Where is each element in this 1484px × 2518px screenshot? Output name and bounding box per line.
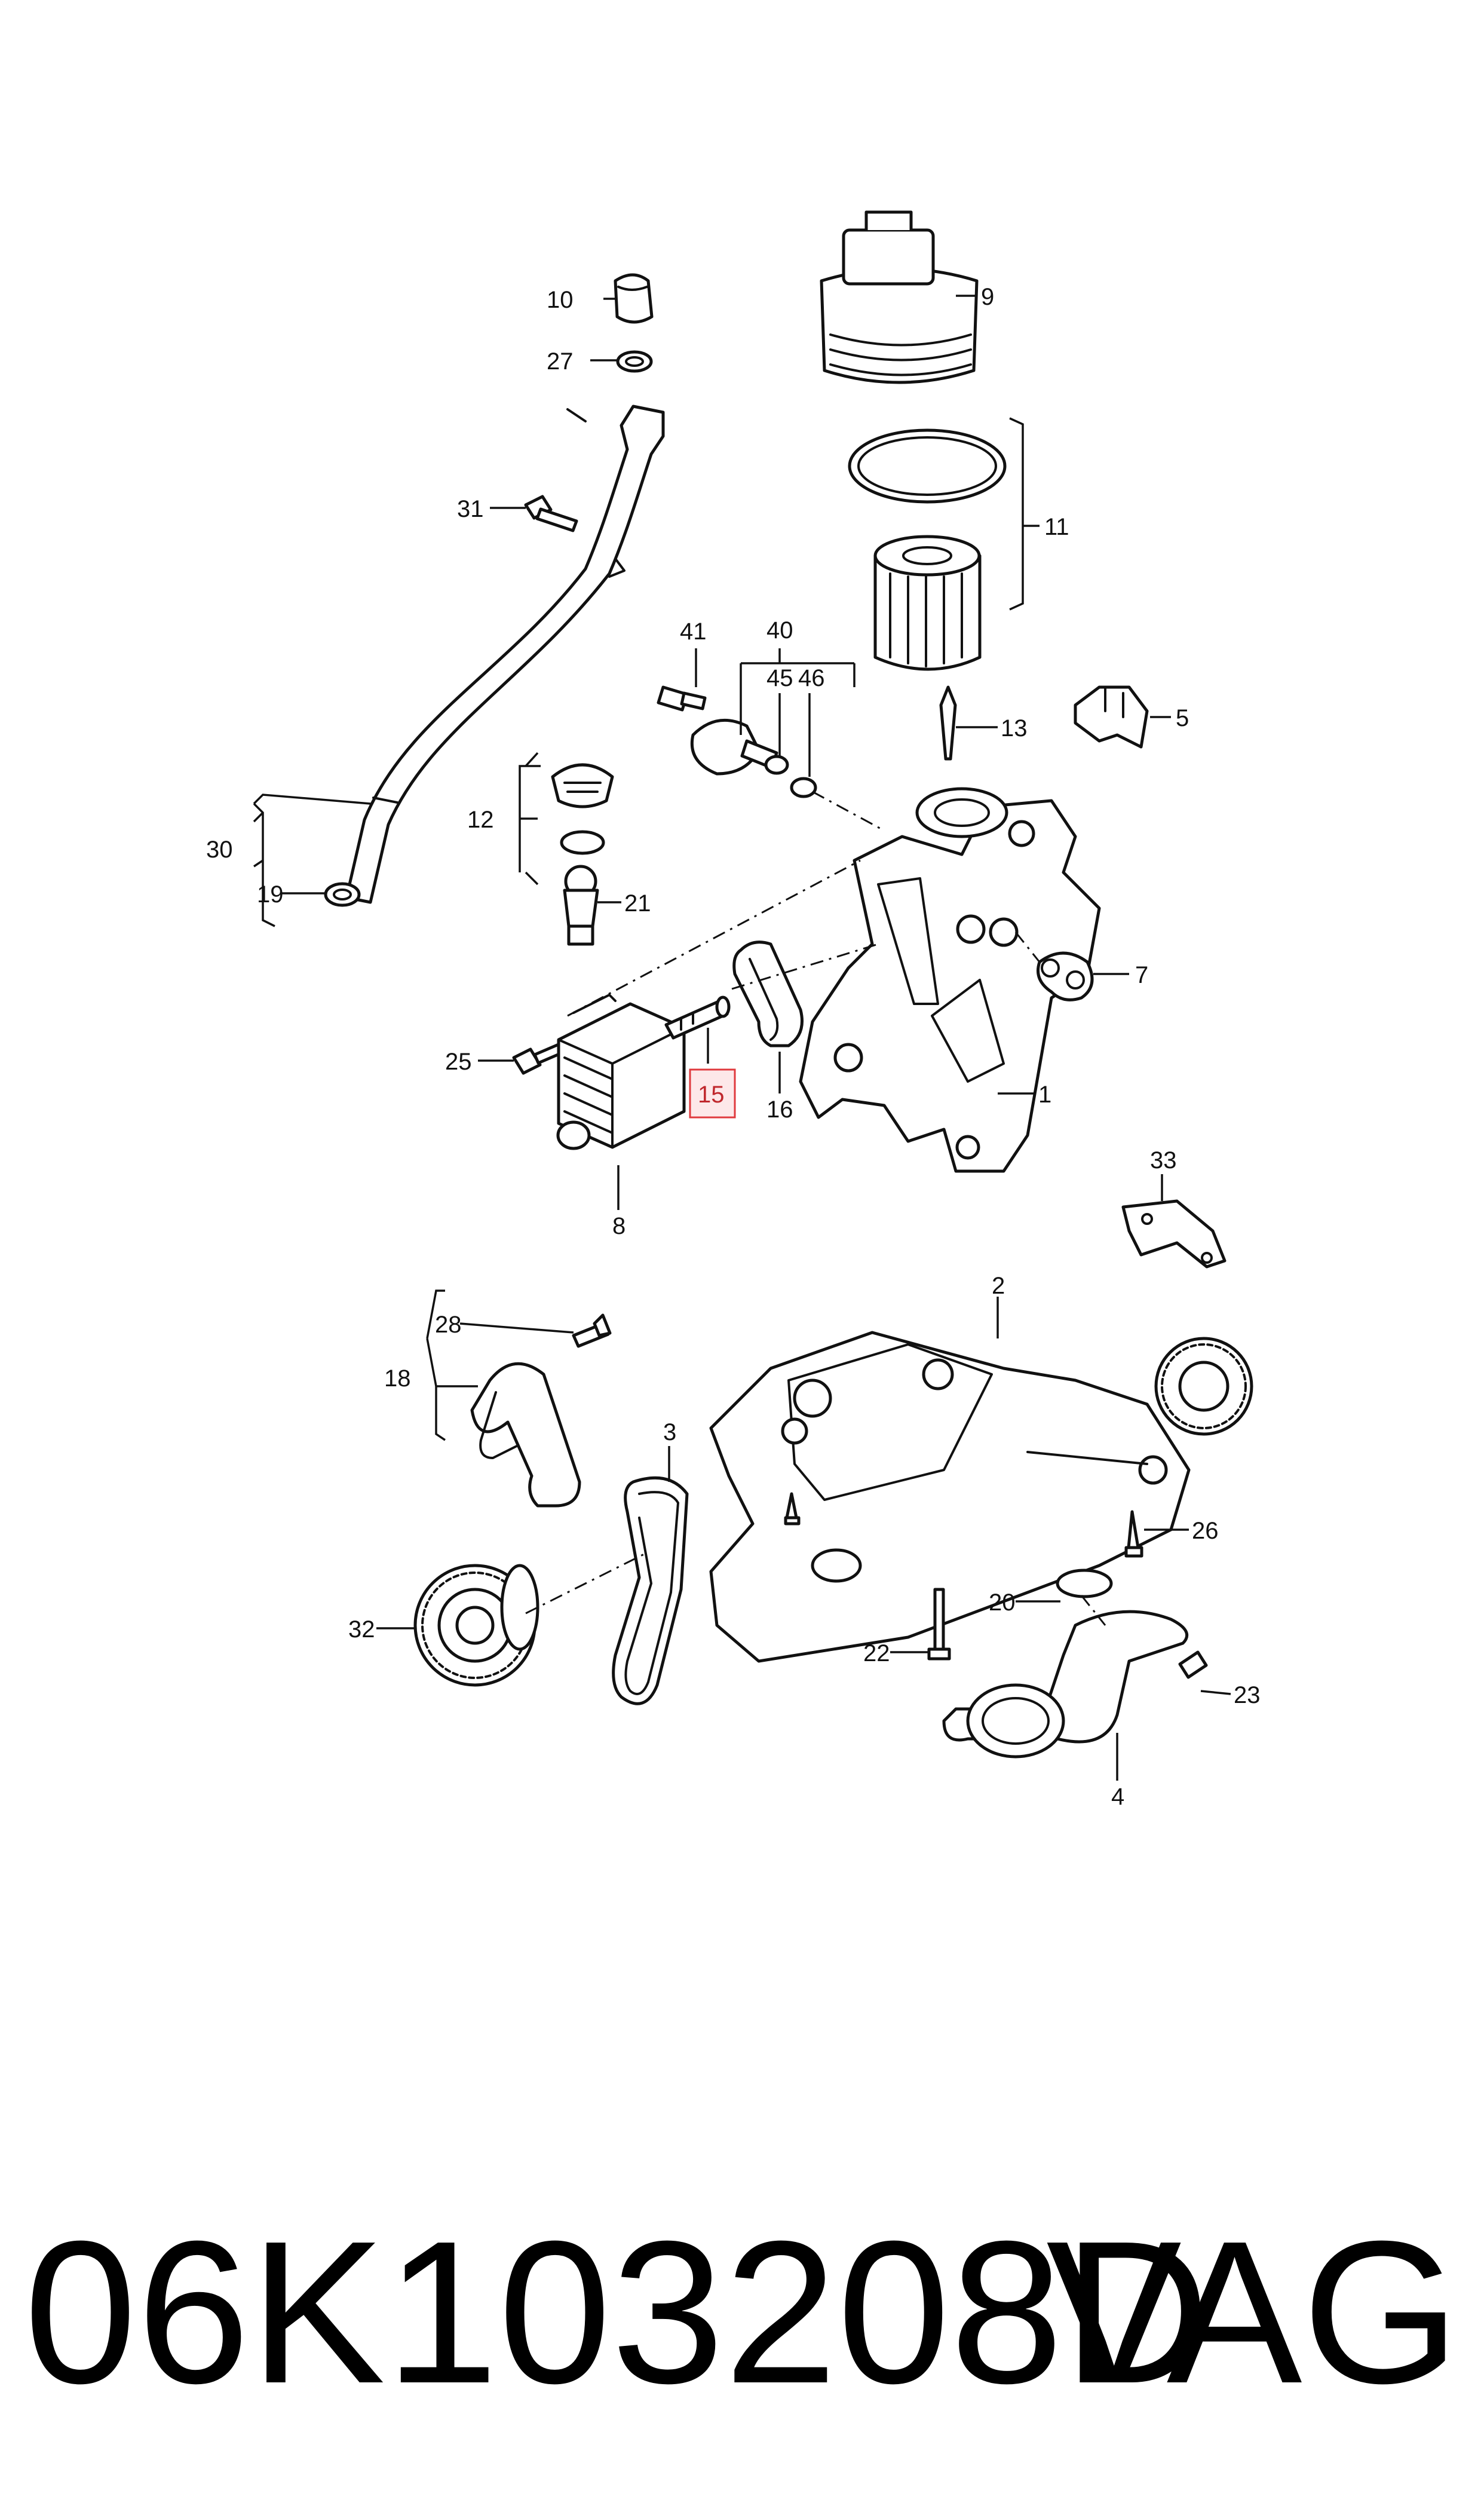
bolt-26: [1124, 1510, 1143, 1558]
filter-element-11: [873, 535, 982, 671]
bolt-28: [572, 1313, 612, 1348]
gasket-7: [1037, 951, 1094, 1001]
callout-28: 28: [435, 1312, 462, 1338]
dipstick-handle-10: [614, 273, 654, 324]
callout-labels: 10 27 31 9 11 13 5 41 40 45 46 12 21 30 …: [206, 284, 1261, 1810]
footer: 06K103208D VAG: [24, 2187, 1460, 2438]
callout-32: 32: [348, 1616, 375, 1643]
seal-45: [764, 755, 789, 775]
assembly-line: [812, 791, 885, 832]
filter-cap-9: [820, 210, 979, 384]
assembly-line: [567, 859, 861, 1017]
callout-18: 18: [384, 1365, 411, 1392]
callout-15: 15: [698, 1082, 725, 1108]
callout-33: 33: [1150, 1147, 1177, 1174]
callout-5: 5: [1176, 705, 1189, 731]
valve-21: [563, 865, 599, 946]
o-ring-27: [616, 350, 653, 373]
callout-46: 46: [798, 665, 825, 691]
callout-20: 20: [989, 1589, 1016, 1616]
oil-pipe-15: [664, 995, 731, 1040]
callout-12: 12: [467, 807, 494, 833]
bolt-31: [524, 495, 578, 532]
callout-1: 1: [1038, 1082, 1051, 1108]
seal-46: [790, 777, 817, 798]
assembly-line: [1080, 1595, 1106, 1626]
callout-3: 3: [663, 1419, 676, 1445]
bolt-23: [1178, 1650, 1208, 1679]
tensioner-18: [470, 1362, 581, 1508]
bolt-41: [657, 685, 707, 712]
callout-22: 22: [863, 1640, 890, 1667]
callout-19: 19: [257, 881, 284, 908]
assembly-line: [1014, 932, 1041, 963]
o-ring-11: [848, 428, 1007, 504]
sprocket-32: [413, 1564, 539, 1687]
callout-26: 26: [1192, 1518, 1219, 1544]
callout-25: 25: [445, 1049, 472, 1075]
callout-4: 4: [1111, 1784, 1124, 1810]
oil-filter-housing-1: [799, 787, 1101, 1173]
part-number: 06K103208D: [24, 2199, 1210, 2426]
o-ring-20: [1056, 1569, 1113, 1598]
oil-pump-2: [709, 1331, 1253, 1663]
callout-8: 8: [612, 1213, 626, 1239]
bolt-top-left-pump: [784, 1492, 801, 1525]
callout-11: 11: [1044, 514, 1069, 540]
brand-name: VAG: [1046, 2199, 1460, 2426]
dipstick-guide-tube: [345, 405, 665, 904]
callout-41: 41: [680, 618, 707, 645]
callout-40: 40: [766, 617, 793, 644]
valve-cap-12: [551, 763, 614, 808]
callout-30: 30: [206, 837, 233, 863]
o-ring-12: [560, 830, 605, 855]
callout-10: 10: [547, 287, 574, 313]
bracket-33: [1121, 1199, 1227, 1269]
assembly-line: [525, 1552, 646, 1615]
clip-5: [1074, 685, 1149, 749]
gasket-16: [732, 941, 804, 1047]
callout-16: 16: [766, 1096, 793, 1123]
callout-27: 27: [547, 348, 574, 375]
callout-9: 9: [981, 284, 994, 310]
suction-pipe-4: [942, 1610, 1189, 1759]
seal-19: [324, 882, 361, 907]
callout-21: 21: [624, 890, 651, 917]
callout-13: 13: [1001, 715, 1028, 742]
pin-13: [939, 685, 957, 761]
timing-chain-3: [612, 1476, 689, 1705]
highlight-box-15: [689, 1068, 736, 1119]
callout-45: 45: [766, 665, 793, 691]
bolt-22: [927, 1588, 951, 1661]
oil-cooler-8: [556, 994, 686, 1150]
callout-7: 7: [1135, 962, 1148, 988]
callout-2: 2: [992, 1273, 1005, 1299]
sensor-housing-40: [690, 718, 778, 776]
callout-23: 23: [1234, 1682, 1261, 1708]
leader-lines: [253, 295, 1231, 1781]
callout-31: 31: [457, 496, 484, 522]
